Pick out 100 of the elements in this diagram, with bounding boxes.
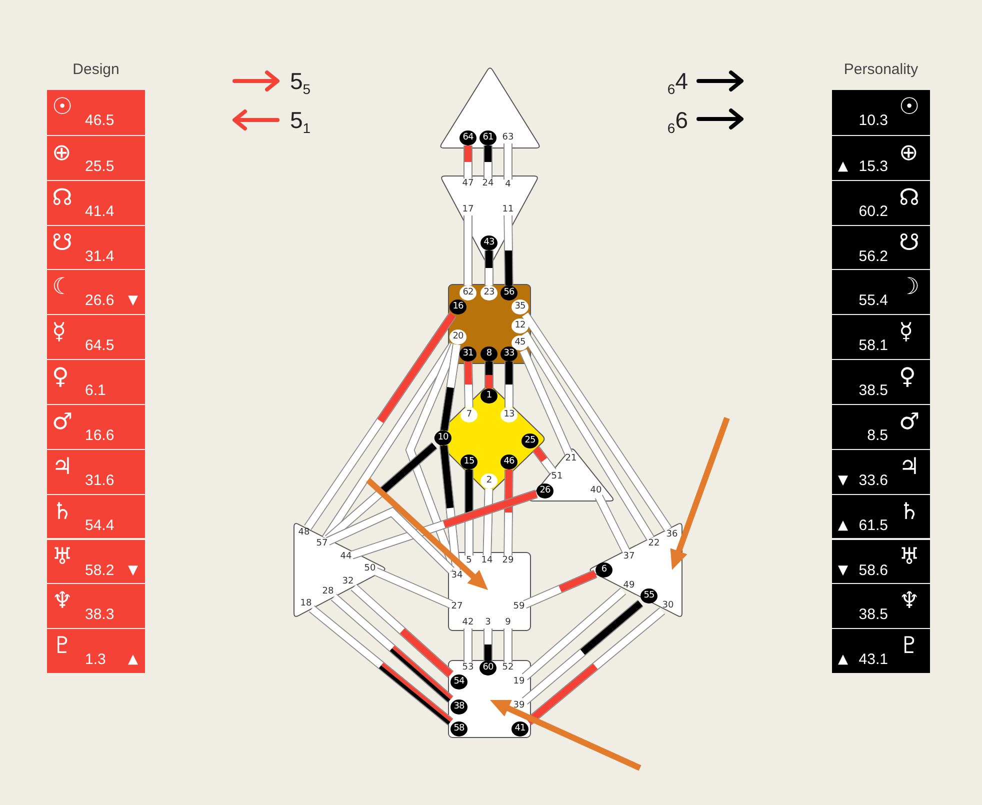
arrow — [670, 416, 730, 570]
position-value: 8.5 — [867, 426, 888, 444]
gate-number: 14 — [481, 556, 493, 566]
gate-number: 17 — [462, 204, 474, 216]
position-value: 43.1 — [858, 651, 888, 668]
gate-number: 44 — [340, 552, 352, 562]
gate-number: 48 — [298, 528, 310, 538]
column-heading: Design — [72, 61, 120, 79]
channel — [504, 144, 512, 180]
planet-symbol: ♅ — [899, 542, 920, 570]
position-value: 58.2 — [85, 562, 114, 578]
center-triangle — [588, 522, 682, 618]
position-value: 10.3 — [858, 112, 888, 129]
position-value: 6.1 — [85, 382, 106, 400]
gate-number: 47 — [462, 178, 474, 190]
position-value: 31.4 — [85, 248, 114, 265]
gate-number: 9 — [505, 618, 511, 628]
planet-symbol: ⊕ — [899, 138, 918, 167]
position-value: 58.6 — [858, 562, 888, 578]
channel — [464, 361, 474, 408]
gate-number: 63 — [502, 132, 514, 144]
channel — [484, 250, 494, 286]
planet-symbol: ♂ — [52, 408, 73, 436]
position-value: 1.3 — [85, 651, 106, 668]
gate-number: 22 — [648, 538, 660, 550]
gate-number: 32 — [342, 576, 354, 588]
planet-symbol: ♂ — [899, 408, 920, 436]
channel — [482, 488, 494, 556]
gate-number: 27 — [451, 602, 463, 612]
gate-number: 29 — [502, 556, 514, 566]
position-value: 31.6 — [85, 472, 114, 489]
channel — [464, 628, 472, 662]
channel — [484, 362, 494, 388]
position-value: 26.6 — [85, 292, 114, 310]
planet-symbol: ☉ — [52, 93, 73, 121]
trend-marker: ▼ — [128, 562, 138, 578]
channel — [526, 607, 666, 726]
position-value: 38.5 — [858, 606, 888, 624]
planet-symbol: ♀ — [899, 363, 916, 392]
gate-number: 28 — [322, 586, 334, 598]
channel — [439, 445, 461, 571]
planet-symbol: ☾ — [52, 273, 73, 302]
planet-symbol: ☋ — [899, 228, 920, 257]
planet-symbol: ☿ — [899, 318, 914, 346]
channel — [484, 628, 492, 660]
channel — [308, 605, 454, 726]
active-gate: 10 — [434, 430, 452, 446]
gate-number: 52 — [502, 662, 514, 674]
position-value: 60.2 — [858, 202, 888, 220]
position-value: 58.1 — [858, 337, 888, 354]
gate-number: 50 — [364, 564, 376, 574]
gate-number: 4 — [505, 180, 511, 190]
position-value: 54.4 — [85, 516, 114, 534]
gate-number: 3 — [485, 618, 491, 628]
planet-symbol: ♃ — [52, 452, 73, 481]
position-value: 46.5 — [85, 112, 114, 129]
planet-symbol: ♇ — [52, 632, 73, 660]
planet-symbol: ♆ — [52, 587, 73, 616]
gate-number: 11 — [502, 204, 514, 216]
position-value: 33.6 — [858, 472, 888, 489]
arrow — [490, 700, 642, 771]
gate-number: 18 — [300, 598, 312, 610]
channel — [464, 470, 474, 556]
planet-symbol: ♆ — [899, 587, 920, 616]
channel — [330, 594, 454, 703]
planet-symbol: ☊ — [52, 184, 72, 212]
channel — [520, 331, 654, 541]
channel — [464, 216, 472, 286]
gate-number: 40 — [590, 486, 602, 496]
column-heading: Personality — [844, 61, 918, 79]
position-value: 38.5 — [858, 382, 888, 400]
gate-number: 57 — [316, 538, 328, 550]
channel — [522, 570, 598, 609]
trend-marker: ▲ — [838, 158, 848, 175]
channel — [594, 494, 630, 554]
planet-symbol: ☉ — [899, 93, 920, 121]
channel — [522, 588, 626, 680]
channel — [504, 215, 514, 286]
position-value: 15.3 — [858, 158, 888, 175]
planet-symbol: ⊕ — [52, 138, 72, 167]
gate-number: 36 — [666, 530, 678, 540]
trend-marker: ▲ — [838, 651, 848, 668]
gate-number: 37 — [623, 552, 635, 562]
position-value: 64.5 — [85, 337, 114, 354]
position-value: 61.5 — [858, 516, 888, 534]
planet-symbol: ☊ — [899, 184, 920, 212]
gate-number: 51 — [551, 472, 563, 482]
position-value: 25.5 — [85, 158, 114, 175]
planet-symbol: ♇ — [899, 632, 920, 660]
gate-number: 5 — [466, 556, 472, 566]
gate-number: 30 — [662, 600, 674, 612]
position-value: 16.6 — [85, 426, 114, 444]
position-value: 55.4 — [858, 292, 888, 310]
gate-number: 53 — [462, 662, 474, 674]
center-triangle — [528, 447, 615, 501]
trend-marker: ▼ — [838, 472, 848, 489]
position-value: 41.4 — [85, 202, 114, 220]
variable-value: 5$_{5}$ — [290, 68, 311, 94]
center-square — [448, 284, 531, 364]
planet-symbol: ♅ — [52, 542, 73, 570]
